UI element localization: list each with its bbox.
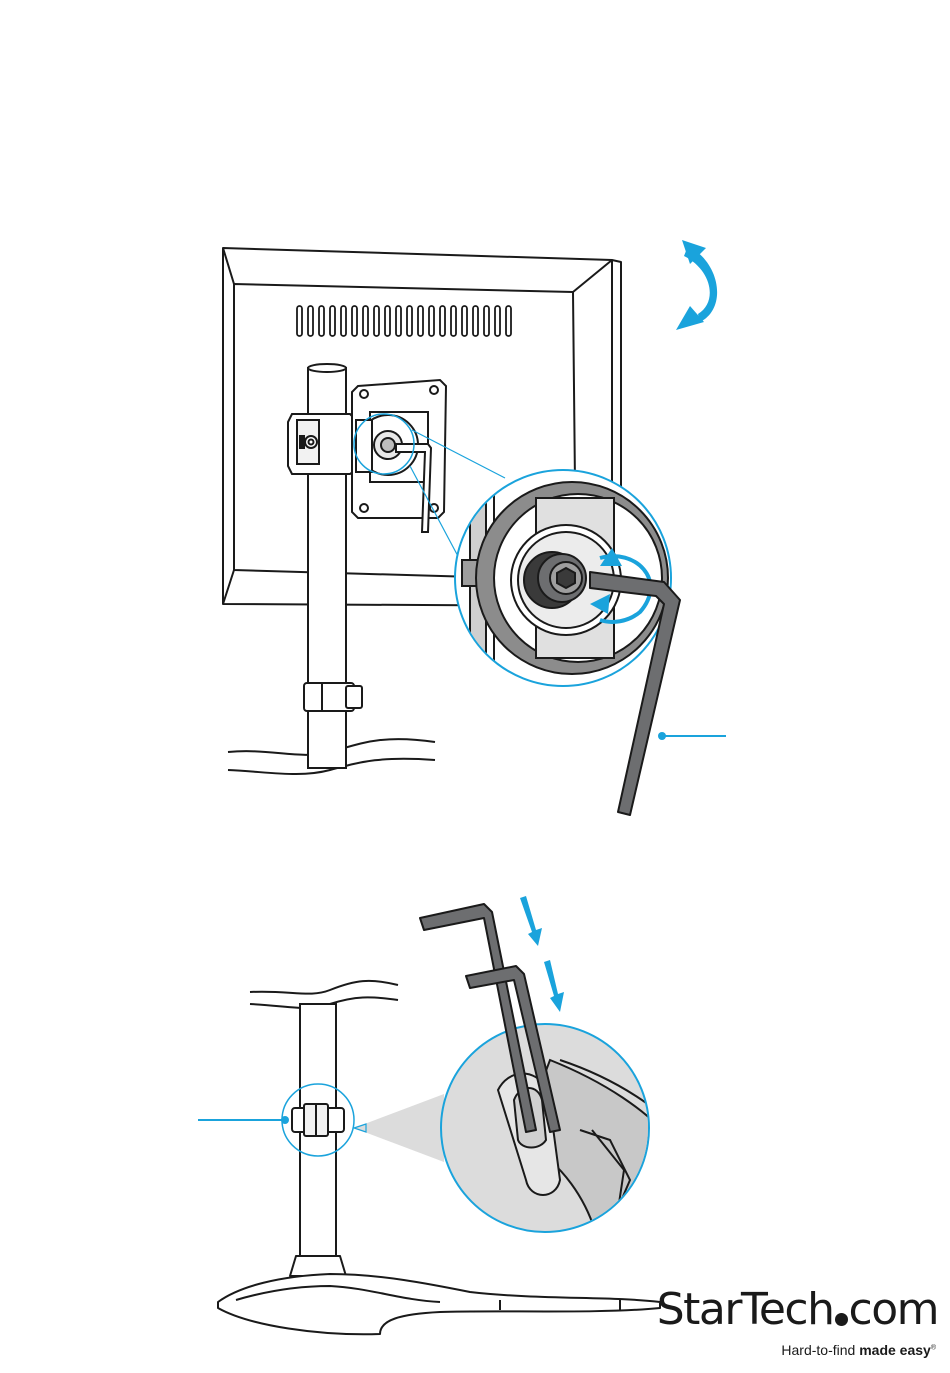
detail-magnifier-bottom (441, 1024, 690, 1250)
stand-base (218, 1256, 660, 1334)
trademark-symbol: ® (931, 1344, 936, 1351)
callout-dot-icon (658, 732, 666, 740)
logo-tagline: Hard-to-find made easy® (781, 1342, 936, 1358)
stand-pole-bottom (292, 1004, 344, 1266)
callout-line-left (198, 1116, 289, 1124)
tagline-bold: made easy (859, 1342, 931, 1358)
curved-double-arrow-icon (676, 240, 717, 330)
logo-brand-part1: StarTech (657, 1284, 834, 1335)
logo-wordmark: StarTech com (657, 1284, 938, 1335)
logo-brand-part2: com (849, 1284, 938, 1335)
callout-line-right (658, 732, 726, 740)
tagline-regular: Hard-to-find (781, 1342, 859, 1358)
projection-cone (354, 1094, 444, 1162)
pole-clamp (288, 414, 356, 474)
logo-dot-icon (835, 1313, 848, 1326)
